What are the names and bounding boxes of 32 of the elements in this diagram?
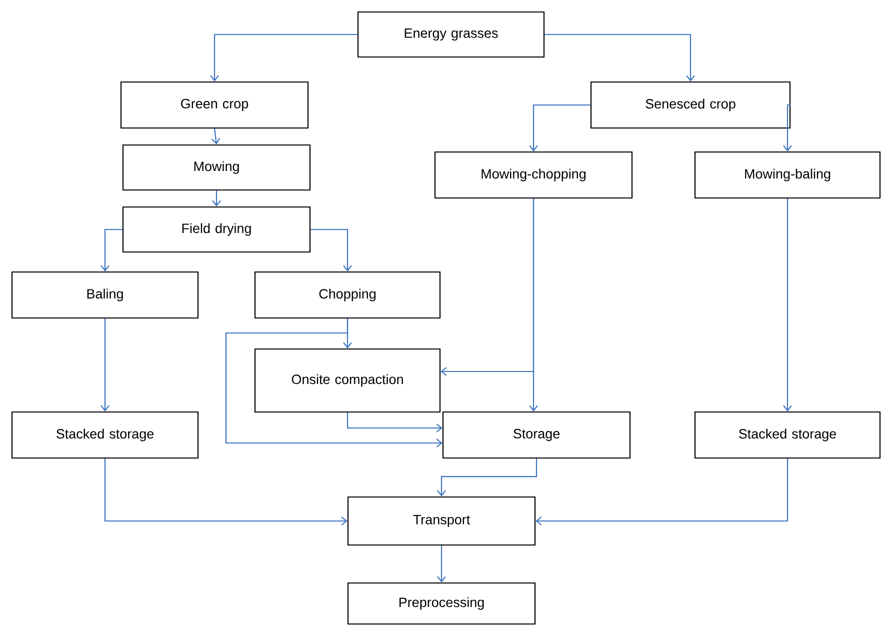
process-box: Field drying xyxy=(122,206,311,253)
arrow xyxy=(783,198,792,412)
process-box: Senesced crop xyxy=(590,81,791,129)
process-box: Chopping xyxy=(254,271,441,319)
process-box: Onsite compaction xyxy=(254,348,441,413)
arrow xyxy=(210,34,358,82)
arrow xyxy=(100,318,110,412)
process-box: Green crop xyxy=(120,81,309,129)
arrow xyxy=(211,128,220,144)
arrow xyxy=(346,412,442,432)
arrow xyxy=(783,104,792,152)
process-box: Storage xyxy=(442,411,631,459)
arrow xyxy=(310,228,352,272)
process-box: Mowing xyxy=(122,144,311,191)
arrow xyxy=(437,458,538,496)
process-box: Baling xyxy=(11,271,199,319)
process-box: Energy grasses xyxy=(357,11,545,58)
process-box: Mowing-baling xyxy=(694,151,881,199)
arrow xyxy=(536,458,788,526)
arrow xyxy=(225,318,442,448)
arrow xyxy=(104,458,348,526)
process-box: Transport xyxy=(347,496,536,546)
arrow xyxy=(440,198,534,376)
process-box: Preprocessing xyxy=(347,582,536,625)
process-box: Mowing-chopping xyxy=(434,151,633,199)
arrow xyxy=(212,190,221,206)
process-box: Stacked storage xyxy=(11,411,199,459)
process-box: Stacked storage xyxy=(694,411,881,459)
arrow xyxy=(437,546,446,582)
arrow xyxy=(529,104,590,152)
arrow xyxy=(100,228,122,272)
arrow xyxy=(544,34,695,82)
